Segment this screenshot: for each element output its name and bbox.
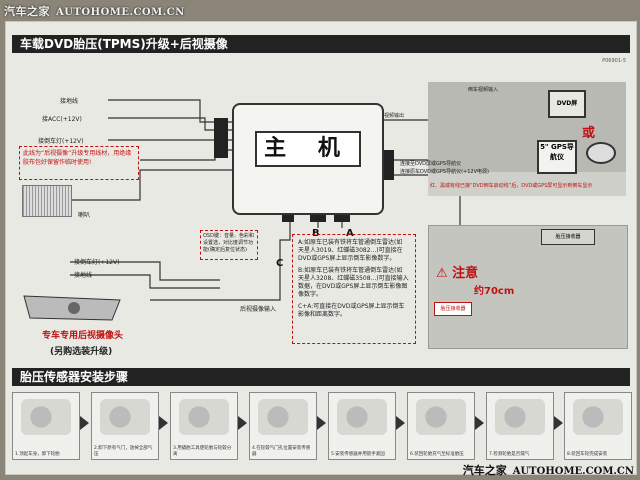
step-3: 3.用撬胎工具使轮胎与轮毂分离 <box>170 392 238 460</box>
step-image <box>337 399 387 435</box>
host-label: 主 机 <box>255 131 361 167</box>
warning-label: ⚠ 注意 <box>436 266 479 281</box>
tpms-receiver: 胎压接收器 <box>541 229 595 245</box>
arrow-icon <box>159 416 168 430</box>
wire-c <box>240 211 291 301</box>
label-ground: 接地线 <box>60 98 79 105</box>
osd-note: OSD键：音量、色彩和设置选，对比度调节功能(确定后复位状态) <box>200 230 258 260</box>
watermark-top: 汽车之家 AUTOHOME.COM.CN <box>4 3 185 19</box>
step-2: 2.卸下原有气门，放掉全部气压 <box>91 392 159 460</box>
arrow-icon <box>317 416 326 430</box>
step-8: 8.装回车轮完成安装 <box>564 392 632 460</box>
connector-letter-b: B <box>312 228 320 239</box>
info-b: B:如原车已装有铁将车管通倒车雷达(如 天星人3208、红蝶磁3508...)可… <box>298 267 409 298</box>
watermark-bottom: 汽车之家 AUTOHOME.COM.CN <box>463 462 634 478</box>
label-video-in: 倒车视频输入 <box>468 87 499 93</box>
arrow-icon <box>475 416 484 430</box>
label-reverse: 接倒车灯(+12V) <box>38 138 84 145</box>
step-image <box>21 399 71 435</box>
step-image <box>416 399 466 435</box>
connector-c <box>282 214 294 222</box>
doc-code: P06901-5 <box>602 58 626 64</box>
receiver-tag: 胎压接收器 <box>434 302 472 316</box>
connector-letter-a: A <box>346 228 354 239</box>
host-left-plug <box>214 118 228 158</box>
wire-cam-reverse <box>70 261 220 281</box>
step-image <box>573 399 623 435</box>
step-caption: 6.装回轮胎充气至标准胎压 <box>410 451 464 457</box>
step-caption: 1.顶起车身，卸下轮胎 <box>15 451 60 457</box>
step-caption: 3.用撬胎工具使轮胎与轮毂分离 <box>173 446 232 457</box>
warning-note: 此线为“后视摄像”升级专用线材，用绝缘胶布包好保留作临时使用! <box>19 146 139 180</box>
watermark-url: AUTOHOME.COM.CN <box>512 466 634 477</box>
step-image <box>179 399 229 435</box>
speaker-icon <box>22 185 72 217</box>
watermark-url: AUTOHOME.COM.CN <box>56 7 185 18</box>
camera-title: 专车专用后视摄像头 <box>42 331 124 341</box>
connector-letter-c: C <box>276 258 284 269</box>
right-panel-note <box>428 172 626 196</box>
camera-subtitle: (另购选装升级) <box>50 347 113 357</box>
label-video-out: 视频输出 <box>384 113 405 119</box>
label-cam-video: 后视摄像输入 <box>240 306 277 313</box>
wire-ground <box>108 99 232 123</box>
car-panel <box>428 225 628 349</box>
wire-speaker <box>70 169 232 201</box>
step-5: 5.安装传感器并用扳手紧固 <box>328 392 396 460</box>
info-ca: C+A:可直接在DVD或GPS屏上显示倒车影像和距离数字。 <box>298 303 405 318</box>
label-note3: 红、黑或有线已接“DVD倒车启动线”后，DVD或GPS屏可显示到倒车显示 <box>430 183 593 189</box>
step-4: 4.在轮毂气门孔位置安装传感器 <box>249 392 317 460</box>
step-caption: 7.检测轮胎是否漏气 <box>489 451 530 457</box>
label-cam-reverse: 接倒车灯(+12V) <box>74 259 120 266</box>
host-right-plug <box>384 150 394 180</box>
arrow-icon <box>238 416 247 430</box>
section-title: 胎压传感器安装步骤 <box>12 368 630 386</box>
step-caption: 8.装回车轮完成安装 <box>567 451 608 457</box>
header-title: 车载DVD胎压(TPMS)升级+后视摄像 <box>12 35 630 53</box>
gps-navigator: 5" GPS导航仪 <box>537 140 577 174</box>
info-box: A:如原车已装有铁将车管通倒车雷达(如 天星人3019、红蝶磁3082...)可… <box>292 234 416 344</box>
watermark-brand: 汽车之家 <box>4 5 50 18</box>
label-note2: 连接原车DVD或GPS导航仪(+12V电源) <box>400 169 489 175</box>
label-note1: 连接至DVD屏或GPS导航仪 <box>400 161 462 167</box>
step-caption: 4.在轮毂气门孔位置安装传感器 <box>252 446 311 457</box>
wire-acc <box>108 117 232 131</box>
label-cam-ground: 接地线 <box>74 272 93 279</box>
arrow-icon <box>396 416 405 430</box>
step-7: 7.检测轮胎是否漏气 <box>486 392 554 460</box>
step-caption: 2.卸下原有气门，放掉全部气压 <box>94 446 153 457</box>
step-image <box>100 399 150 435</box>
step-1: 1.顶起车身，卸下轮胎 <box>12 392 80 460</box>
controller-icon <box>586 142 616 164</box>
connector-b <box>310 212 326 222</box>
step-image <box>258 399 308 435</box>
wire-cam-ground <box>70 274 220 289</box>
info-a: A:如原车已装有铁将车管通倒车雷达(如 天星人3019、红蝶磁3082...)可… <box>298 239 403 262</box>
dvd-screen: DVD屏 <box>548 90 586 118</box>
step-caption: 5.安装传感器并用扳手紧固 <box>331 451 385 457</box>
label-speaker: 喇叭 <box>78 212 91 219</box>
watermark-brand: 汽车之家 <box>462 464 507 477</box>
step-6: 6.装回轮胎充气至标准胎压 <box>407 392 475 460</box>
distance-label: 约70cm <box>474 286 515 297</box>
camera-lens <box>68 302 80 314</box>
connector-a <box>334 212 350 222</box>
arrow-icon <box>80 416 89 430</box>
arrow-icon <box>554 416 563 430</box>
step-image <box>495 399 545 435</box>
label-acc: 接ACC(+12V) <box>42 116 82 123</box>
or-label: 或 <box>582 126 596 141</box>
install-steps: 1.顶起车身，卸下轮胎 2.卸下原有气门，放掉全部气压 3.用撬胎工具使轮胎与轮… <box>12 392 632 462</box>
